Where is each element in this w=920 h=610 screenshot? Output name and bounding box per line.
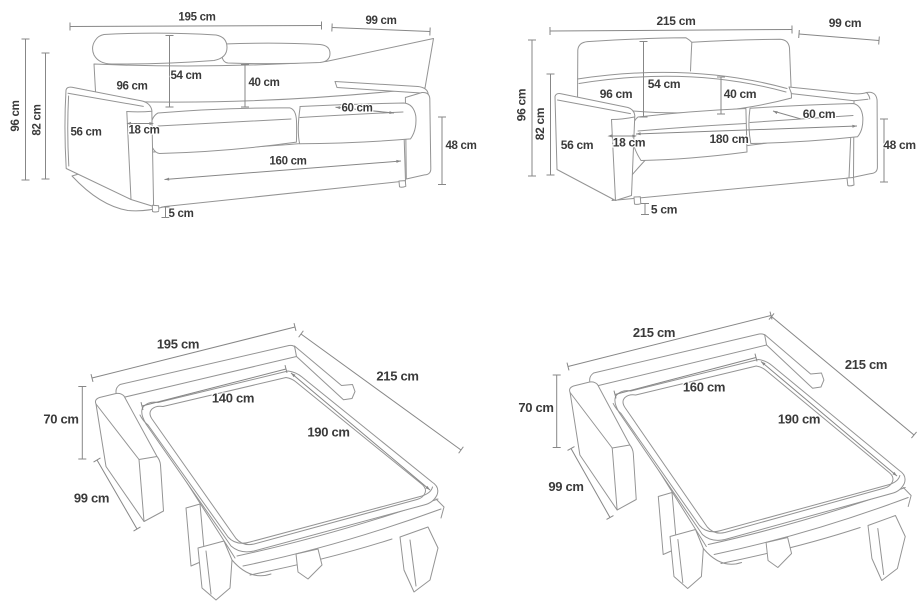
svg-text:160 cm: 160 cm: [683, 379, 725, 394]
svg-text:54 cm: 54 cm: [648, 77, 681, 91]
svg-text:48 cm: 48 cm: [883, 138, 916, 152]
svg-text:96 cm: 96 cm: [515, 89, 529, 122]
svg-text:215 cm: 215 cm: [657, 14, 696, 28]
svg-text:5 cm: 5 cm: [651, 203, 677, 217]
svg-text:215 cm: 215 cm: [376, 368, 418, 383]
svg-text:190 cm: 190 cm: [307, 425, 349, 440]
svg-text:99 cm: 99 cm: [548, 479, 583, 494]
svg-text:60 cm: 60 cm: [803, 107, 836, 121]
svg-text:215 cm: 215 cm: [845, 357, 887, 372]
svg-text:195 cm: 195 cm: [157, 336, 199, 351]
svg-text:56 cm: 56 cm: [561, 138, 594, 152]
svg-text:99 cm: 99 cm: [74, 490, 109, 505]
svg-text:82 cm: 82 cm: [32, 104, 44, 135]
svg-text:48 cm: 48 cm: [445, 140, 476, 152]
svg-text:190 cm: 190 cm: [778, 411, 820, 426]
svg-text:160 cm: 160 cm: [269, 156, 306, 168]
svg-text:40 cm: 40 cm: [724, 87, 757, 101]
svg-text:96 cm: 96 cm: [10, 100, 22, 131]
svg-text:18 cm: 18 cm: [613, 136, 646, 150]
svg-text:96 cm: 96 cm: [116, 81, 147, 93]
svg-text:82 cm: 82 cm: [533, 108, 547, 141]
svg-text:140 cm: 140 cm: [212, 390, 254, 405]
svg-text:99 cm: 99 cm: [829, 16, 862, 30]
svg-text:215 cm: 215 cm: [633, 325, 675, 340]
svg-text:180 cm: 180 cm: [710, 132, 749, 146]
svg-text:96 cm: 96 cm: [600, 87, 633, 101]
svg-text:5 cm: 5 cm: [168, 208, 193, 220]
svg-text:99 cm: 99 cm: [365, 15, 396, 27]
svg-text:60 cm: 60 cm: [341, 103, 372, 115]
svg-text:195 cm: 195 cm: [178, 12, 215, 24]
svg-text:70 cm: 70 cm: [43, 411, 78, 426]
svg-text:18 cm: 18 cm: [128, 125, 159, 137]
svg-text:40 cm: 40 cm: [248, 77, 279, 89]
svg-text:54 cm: 54 cm: [170, 70, 201, 82]
svg-text:70 cm: 70 cm: [518, 400, 553, 415]
svg-text:56 cm: 56 cm: [70, 126, 101, 138]
